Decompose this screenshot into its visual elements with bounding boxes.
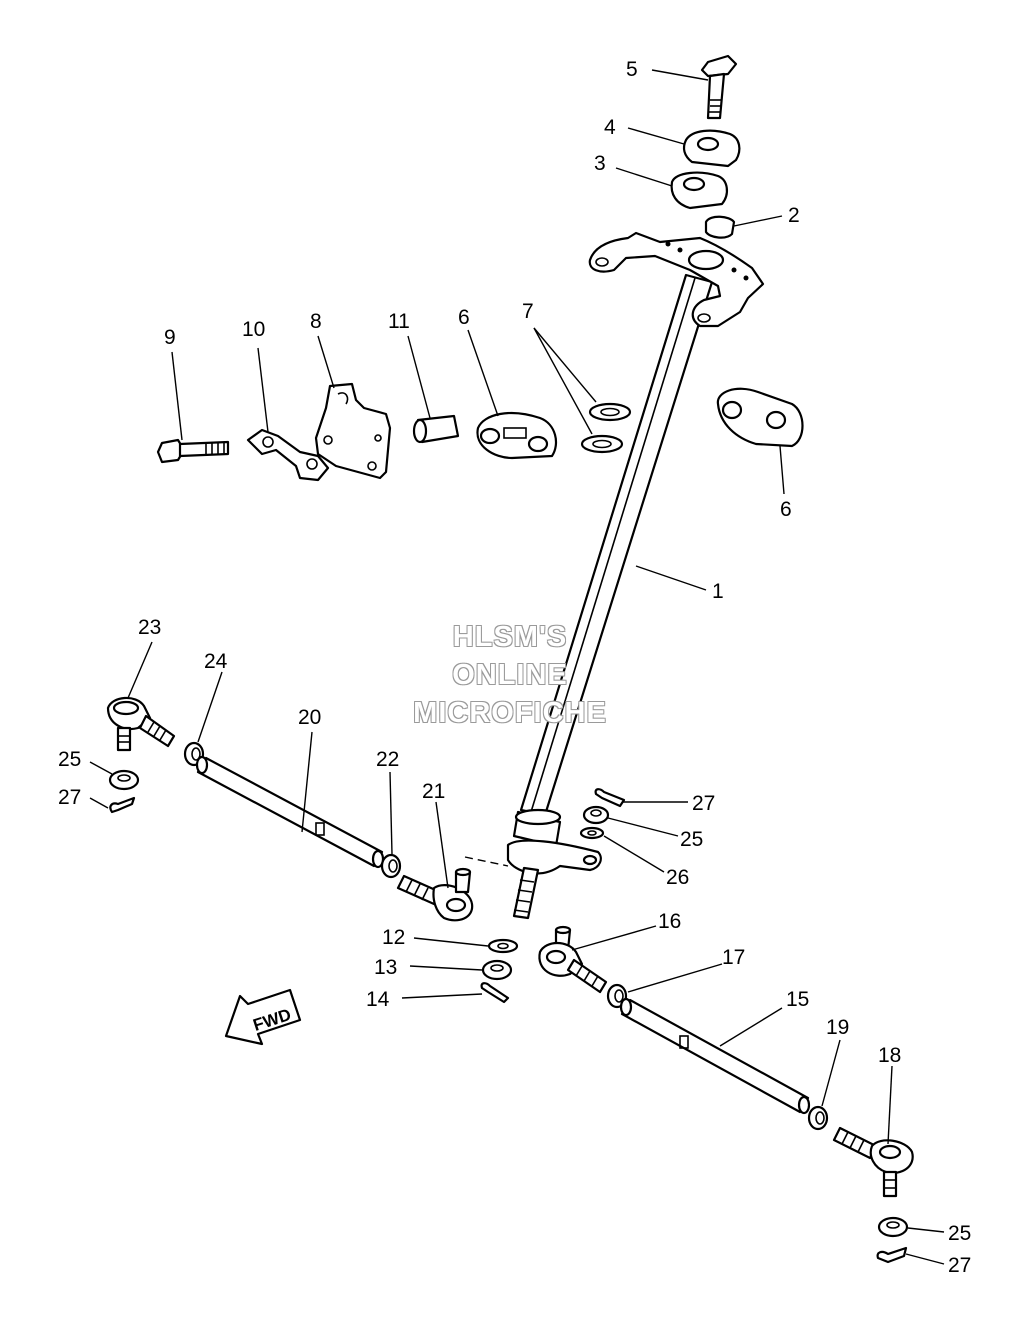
callout-4: 4: [604, 116, 616, 139]
tie-rod-end-18: [832, 1126, 914, 1198]
tie-rod-end-16: [538, 925, 608, 994]
cap-2: [704, 215, 736, 239]
callout-17: 17: [722, 946, 745, 969]
steering-column-shaft: [464, 273, 714, 920]
bracket-8: [314, 382, 392, 480]
callout-1: 1: [712, 580, 724, 603]
callout-25-right: 25: [948, 1222, 971, 1245]
watermark-line-1: HLSM'S: [452, 621, 568, 653]
callout-22: 22: [376, 748, 399, 771]
bolt-5: [700, 54, 738, 120]
leader-lines: [89, 69, 945, 1265]
callout-14: 14: [366, 988, 390, 1011]
callout-9: 9: [164, 326, 176, 349]
lock-washers-7: [580, 402, 632, 454]
tie-rod-15: [619, 997, 811, 1115]
washer-12: [487, 938, 519, 954]
callout-labels: 5 4 3 2 9 10 8 11 6 7 6 1 23 24 20 22 21…: [58, 58, 971, 1277]
tie-rod-20: [195, 755, 385, 869]
nut-19: [807, 1105, 829, 1131]
callout-12: 12: [382, 926, 405, 949]
callout-6-right: 6: [780, 498, 792, 521]
nut-25-left: [108, 769, 140, 791]
nut-13: [481, 959, 513, 981]
watermark: HLSM'S ONLINE MICROFICHE: [330, 618, 690, 732]
clamp-6-right: [716, 387, 804, 448]
watermark-line-2: ONLINE: [452, 659, 568, 691]
callout-21: 21: [422, 780, 445, 803]
cotter-pin-27-mid: [594, 788, 626, 808]
callout-5: 5: [626, 58, 638, 81]
lock-plate-10: [246, 428, 330, 482]
callout-20: 20: [298, 706, 321, 729]
washer-26: [579, 826, 605, 840]
cotter-pin-14: [480, 982, 510, 1004]
clamp-6-left: [476, 411, 558, 460]
callout-25-mid: 25: [680, 828, 703, 851]
nut-25-right: [877, 1216, 909, 1238]
watermark-line-3: MICROFICHE: [413, 697, 607, 729]
nut-22: [380, 853, 402, 879]
callout-13: 13: [374, 956, 397, 979]
callout-27-mid: 27: [692, 792, 715, 815]
cotter-pin-27-left: [109, 796, 136, 814]
callout-3: 3: [594, 152, 606, 175]
callout-18: 18: [878, 1044, 901, 1067]
callout-2: 2: [788, 204, 800, 227]
clamp-upper-4: [682, 129, 741, 168]
tie-rod-end-21: [396, 867, 474, 922]
callout-6-left: 6: [458, 306, 470, 329]
callout-16: 16: [658, 910, 681, 933]
bolt-9: [156, 438, 230, 464]
forward-direction-arrow: FWD: [224, 988, 302, 1046]
callout-19: 19: [826, 1016, 849, 1039]
callout-15: 15: [786, 988, 809, 1011]
spacer-11: [412, 414, 460, 444]
callout-7: 7: [522, 300, 534, 323]
clamp-lower-3: [670, 171, 728, 210]
cotter-pin-27-right: [876, 1246, 908, 1264]
callout-10: 10: [242, 318, 265, 341]
callout-24: 24: [204, 650, 228, 673]
upper-bracket: [588, 231, 765, 328]
tie-rod-end-23: [106, 696, 176, 752]
callout-27-left: 27: [58, 786, 81, 809]
nut-25-mid: [582, 805, 610, 825]
callout-26: 26: [666, 866, 689, 889]
callout-8: 8: [310, 310, 322, 333]
callout-23: 23: [138, 616, 161, 639]
callout-27-right: 27: [948, 1254, 971, 1277]
callout-11: 11: [388, 310, 410, 333]
callout-25-left: 25: [58, 748, 81, 771]
